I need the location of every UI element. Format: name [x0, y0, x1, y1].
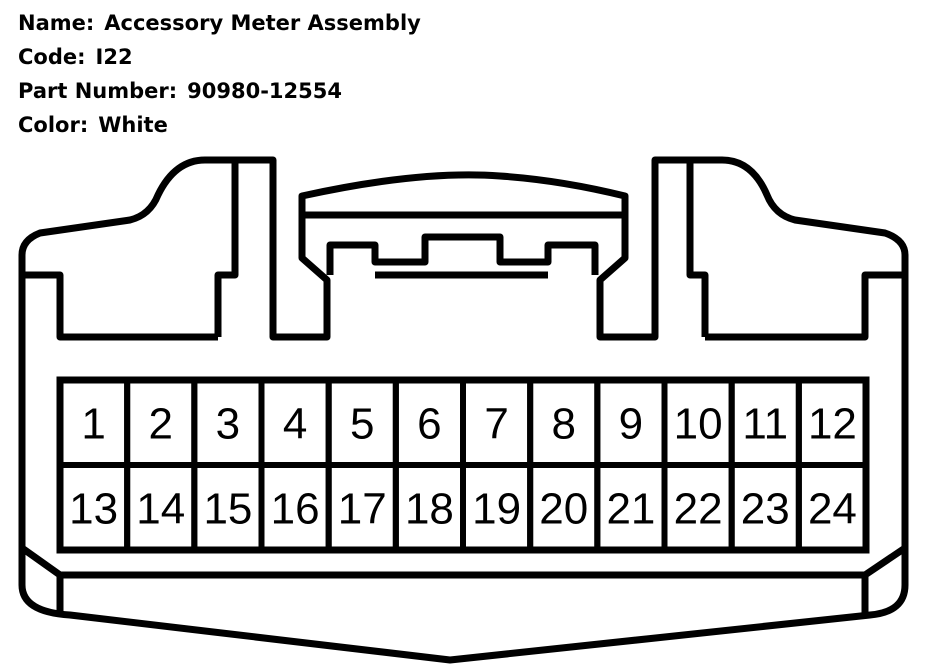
pin-label-17: 17 — [338, 485, 387, 534]
pin-label-3: 3 — [216, 400, 240, 449]
pin-label-7: 7 — [484, 400, 508, 449]
color-value: White — [98, 113, 168, 137]
pin-label-21: 21 — [606, 485, 655, 534]
pin-label-22: 22 — [674, 485, 723, 534]
pin-label-19: 19 — [472, 485, 521, 534]
pin-label-8: 8 — [552, 400, 576, 449]
part-number-label: Part Number: — [18, 79, 178, 103]
pin-label-10: 10 — [674, 400, 723, 449]
name-line: Name: Accessory Meter Assembly — [18, 6, 421, 40]
name-label: Name: — [18, 11, 95, 35]
pin-label-5: 5 — [350, 400, 374, 449]
code-value: I22 — [95, 45, 133, 69]
lock-tab — [326, 233, 599, 275]
pin-cell-24 — [795, 462, 869, 553]
name-value: Accessory Meter Assembly — [104, 11, 421, 35]
pin-label-16: 16 — [271, 485, 320, 534]
pin-label-11: 11 — [742, 400, 788, 449]
color-line: Color: White — [18, 108, 421, 142]
pin-label-15: 15 — [203, 485, 252, 534]
pin-label-4: 4 — [283, 400, 307, 449]
pin-label-14: 14 — [136, 485, 185, 534]
pin-label-9: 9 — [619, 400, 643, 449]
pin-label-23: 23 — [741, 485, 790, 534]
pin-label-2: 2 — [149, 400, 173, 449]
part-number-value: 90980-12554 — [187, 79, 342, 103]
pin-label-24: 24 — [808, 485, 857, 534]
connector-housing-outline — [18, 156, 909, 664]
right-latch-post — [686, 160, 709, 337]
connector-face-outline — [19, 271, 907, 615]
pin-label-12: 12 — [808, 400, 857, 449]
code-label: Code: — [18, 45, 86, 69]
connector-info: Name: Accessory Meter Assembly Code: I22 P… — [18, 6, 421, 142]
color-label: Color: — [18, 113, 89, 137]
part-number-line: Part Number: 90980-12554 — [18, 74, 421, 108]
left-latch-post — [214, 160, 239, 337]
pin-label-20: 20 — [539, 485, 588, 534]
code-line: Code: I22 — [18, 40, 421, 74]
pin-label-18: 18 — [405, 485, 454, 534]
pin-label-6: 6 — [417, 400, 441, 449]
pin-label-13: 13 — [69, 485, 118, 534]
pin-label-1: 1 — [81, 400, 105, 449]
